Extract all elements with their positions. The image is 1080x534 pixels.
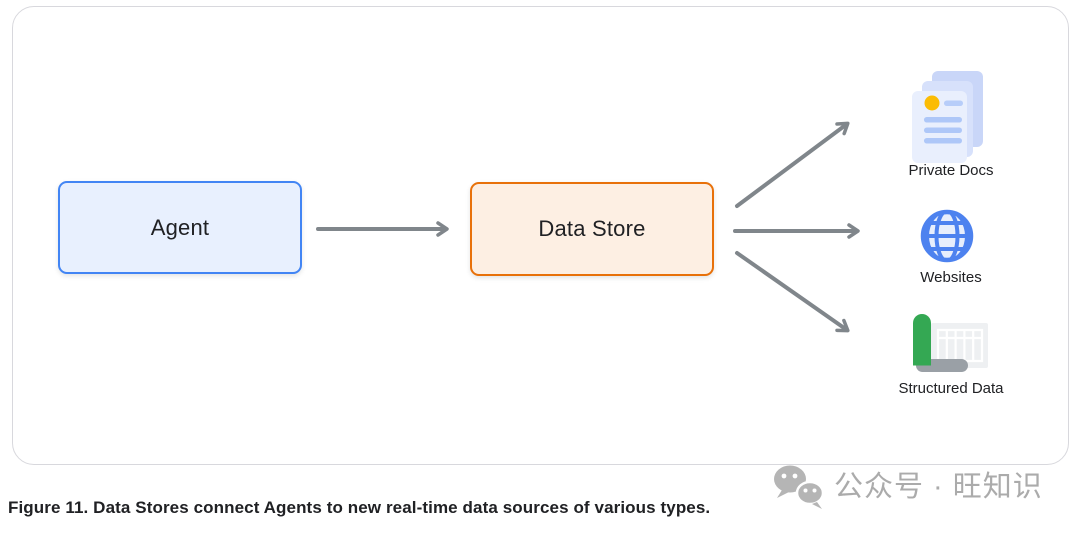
watermark: 公众号 · 旺知识 <box>772 464 1043 510</box>
agent-node-label: Agent <box>150 214 210 240</box>
websites-label: Websites <box>920 269 982 286</box>
watermark-text: 公众号 · 旺知识 <box>834 471 1043 503</box>
spreadsheet-scroll-icon <box>913 314 988 372</box>
private-docs-label: Private Docs <box>908 162 994 179</box>
globe-icon <box>920 209 974 263</box>
wechat-icon <box>774 465 825 509</box>
agent-node: Agent <box>58 181 302 274</box>
data-store-node-label: Data Store <box>538 216 646 241</box>
figure-caption: Figure 11. Data Stores connect Agents to… <box>8 498 711 517</box>
data-store-node: Data Store <box>470 182 714 276</box>
stacked-documents-icon <box>912 71 983 163</box>
structured-data-label: Structured Data <box>898 380 1004 397</box>
